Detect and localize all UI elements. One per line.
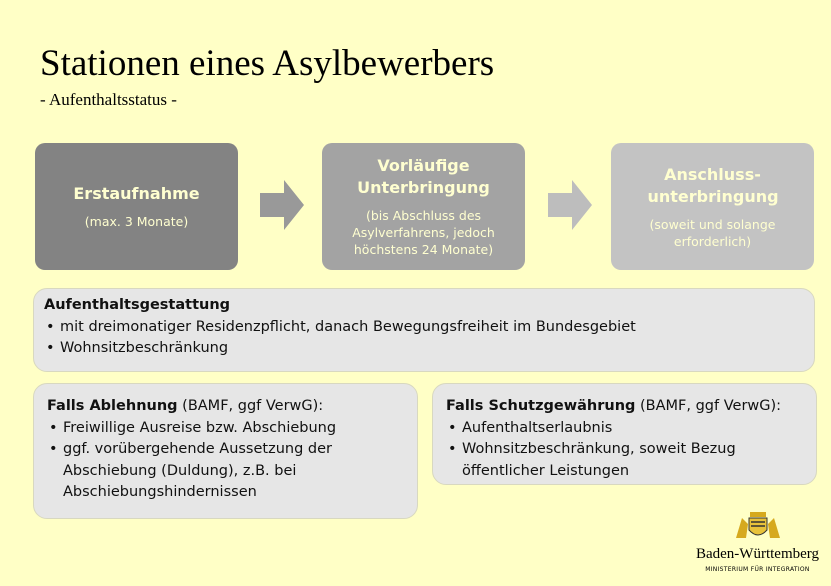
logo-baden-wuerttemberg: Baden-Württemberg MINISTERIUM FÜR INTEGR… bbox=[690, 510, 825, 573]
logo-name: Baden-Württemberg bbox=[695, 546, 819, 562]
panel-heading: Falls Schutzgewährung bbox=[446, 398, 636, 414]
page-subtitle: - Aufenthaltsstatus - bbox=[40, 90, 177, 109]
list-item: Aufenthaltserlaubnis bbox=[446, 418, 766, 440]
list-item: mit dreimonatiger Residenzpflicht, danac… bbox=[44, 317, 814, 339]
panel-heading: Falls Ablehnung bbox=[47, 398, 178, 414]
panel-schutzgewaehrung: Falls Schutzgewährung (BAMF, ggf VerwG):… bbox=[432, 383, 817, 485]
list-item: Wohnsitzbeschränkung, soweit Bezug öffen… bbox=[446, 439, 766, 482]
panel-heading-suffix: (BAMF, ggf VerwG): bbox=[635, 398, 782, 414]
stage-vorlaeufige-unterbringung: Vorläufige Unterbringung (bis Abschluss … bbox=[322, 143, 525, 270]
stage-detail: (bis Abschluss des Asylverfahrens, jedoc… bbox=[352, 208, 495, 257]
panel-heading: Aufenthaltsgestattung bbox=[44, 297, 231, 313]
panel-heading-suffix: (BAMF, ggf VerwG): bbox=[177, 398, 324, 414]
stage-heading: Erstaufnahme bbox=[73, 184, 200, 203]
stage-heading: Anschluss-unterbringung bbox=[647, 164, 779, 206]
stage-erstaufnahme: Erstaufnahme (max. 3 Monate) bbox=[35, 143, 238, 270]
list-item: Freiwillige Ausreise bzw. Abschiebung bbox=[47, 418, 367, 440]
list-item: Wohnsitzbeschränkung bbox=[44, 338, 814, 360]
stage-anschlussunterbringung: Anschluss-unterbringung (soweit und sola… bbox=[611, 143, 814, 270]
stage-detail: (max. 3 Monate) bbox=[84, 214, 189, 229]
stage-detail: (soweit und solange erforderlich) bbox=[649, 216, 776, 249]
panel-ablehnung: Falls Ablehnung (BAMF, ggf VerwG): Freiw… bbox=[33, 383, 418, 519]
coat-of-arms-icon bbox=[735, 512, 780, 538]
logo-ministry: MINISTERIUM FÜR INTEGRATION bbox=[705, 566, 810, 573]
list-item: ggf. vorübergehende Aussetzung der Absch… bbox=[47, 439, 367, 504]
arrow-right-icon bbox=[260, 180, 304, 230]
stage-heading: Vorläufige Unterbringung bbox=[357, 156, 490, 197]
panel-aufenthaltsgestattung: Aufenthaltsgestattung mit dreimonatiger … bbox=[33, 288, 815, 372]
page-title: Stationen eines Asylbewerbers bbox=[40, 43, 495, 84]
arrow-right-icon bbox=[548, 180, 592, 230]
